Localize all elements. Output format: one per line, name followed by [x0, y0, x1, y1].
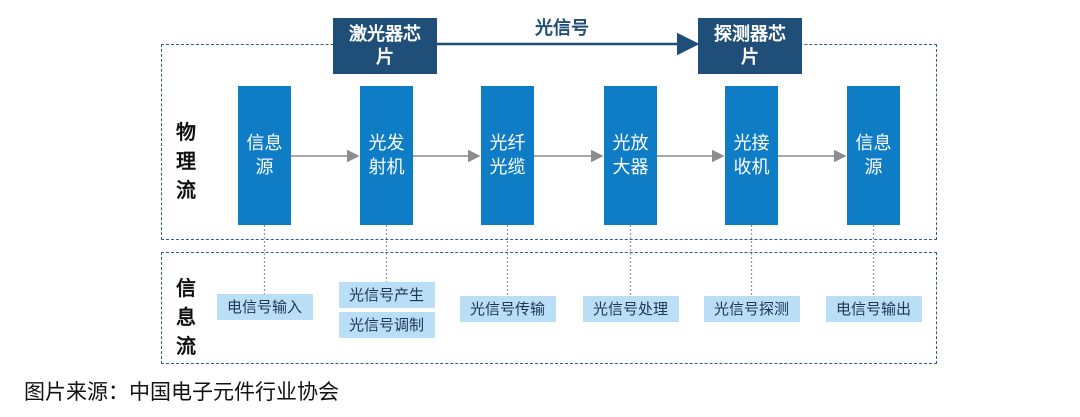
physical-flow-label: 物理流 — [176, 120, 196, 202]
info-tag: 光信号探测 — [703, 296, 800, 322]
flow-box-4: 光放大器 — [604, 86, 657, 225]
detector-chip-label: 探测器芯片 — [714, 24, 786, 68]
info-tag: 光信号处理 — [582, 296, 679, 322]
info-tag: 光信号产生 — [338, 282, 435, 308]
flow-box-label: 光接收机 — [733, 132, 770, 178]
laser-chip-box: 激光器芯片 — [333, 18, 437, 74]
info-tag: 电信号输出 — [825, 296, 922, 322]
information-flow-label: 信息流 — [176, 276, 196, 358]
flow-box-label: 信息源 — [855, 132, 892, 178]
flow-box-label: 光放大器 — [612, 132, 649, 178]
flow-box-6: 信息源 — [847, 86, 900, 225]
source-caption: 图片来源：中国电子元件行业协会 — [24, 380, 339, 404]
flow-box-label: 信息源 — [246, 132, 283, 178]
flow-box-label: 光发射机 — [368, 132, 405, 178]
detector-chip-box: 探测器芯片 — [698, 18, 802, 74]
flow-box-label: 光纤光缆 — [489, 132, 526, 178]
flow-box-1: 信息源 — [238, 86, 291, 225]
info-tag: 光信号调制 — [338, 312, 435, 338]
flow-box-2: 光发射机 — [360, 86, 413, 225]
optical-signal-label: 光信号 — [535, 18, 589, 39]
information-flow-frame — [161, 252, 937, 364]
flow-box-3: 光纤光缆 — [481, 86, 534, 225]
flow-box-5: 光接收机 — [725, 86, 778, 225]
laser-chip-label: 激光器芯片 — [349, 24, 421, 68]
info-tag: 光信号传输 — [459, 296, 556, 322]
info-tag: 电信号输入 — [216, 294, 313, 320]
